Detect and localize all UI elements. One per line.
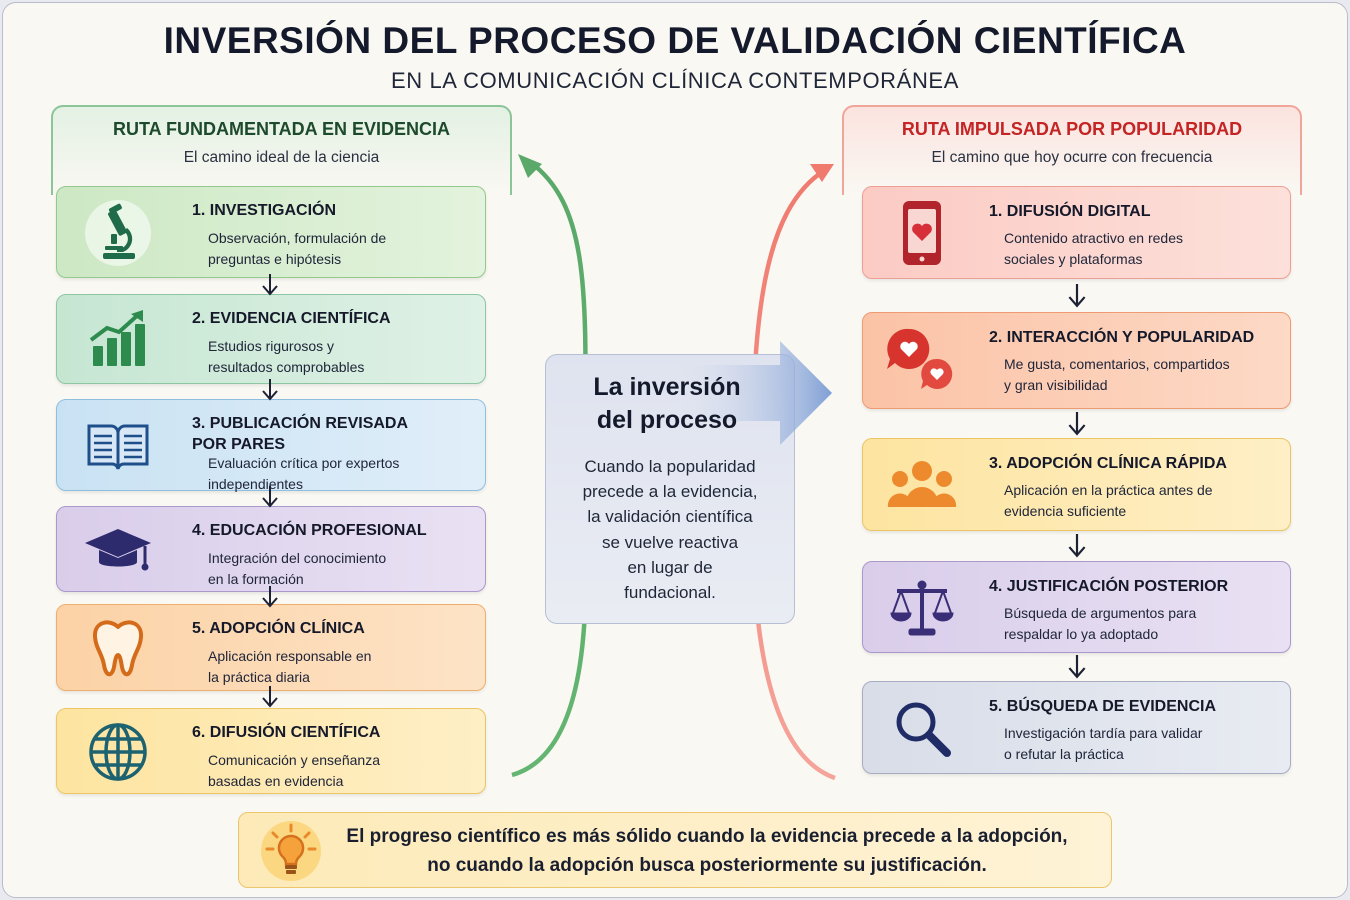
- evidence-step-1: 1. INVESTIGACIÓN Observación, formulació…: [56, 186, 486, 278]
- popularity-step-2: 2. INTERACCIÓN Y POPULARIDAD Me gusta, c…: [862, 312, 1291, 409]
- popularity-route-title: RUTA IMPULSADA POR POPULARIDAD: [901, 119, 1243, 139]
- popularity-step-4: 4. JUSTIFICACIÓN POSTERIOR Búsqueda de a…: [862, 561, 1291, 653]
- evidence-step-6-title: 6. DIFUSIÓN CIENTÍFICA: [192, 724, 381, 741]
- popularity-step-4-title: 4. JUSTIFICACIÓN POSTERIOR: [989, 578, 1229, 595]
- popularity-curve-arrowhead: [810, 164, 834, 182]
- evidence-route-header: RUTA FUNDAMENTADA EN EVIDENCIA El camino…: [51, 105, 512, 195]
- smartphone-heart-icon: [885, 197, 959, 269]
- popularity-step-1: 1. DIFUSIÓN DIGITAL Contenido atractivo …: [862, 186, 1291, 279]
- popularity-arrow-3-4: [1068, 534, 1086, 558]
- popularity-step-3-title: 3. ADOPCIÓN CLÍNICA RÁPIDA: [989, 455, 1227, 472]
- tooth-icon: [81, 612, 155, 684]
- evidence-route-subtitle: El camino ideal de la ciencia: [183, 149, 380, 166]
- evidence-arrow-2-3: [262, 379, 278, 401]
- evidence-step-1-title: 1. INVESTIGACIÓN: [192, 202, 337, 219]
- popularity-step-5-title: 5. BÚSQUEDA DE EVIDENCIA: [989, 698, 1216, 715]
- evidence-step-4-title: 4. EDUCACIÓN PROFESIONAL: [192, 522, 427, 539]
- evidence-step-5-title: 5. ADOPCIÓN CLÍNICA: [192, 620, 365, 637]
- globe-icon: [81, 716, 155, 788]
- open-book-icon: [81, 410, 155, 482]
- evidence-route-title: RUTA FUNDAMENTADA EN EVIDENCIA: [113, 119, 450, 139]
- page-title: INVERSIÓN DEL PROCESO DE VALIDACIÓN CIEN…: [163, 20, 1187, 61]
- popularity-arrow-4-5: [1068, 655, 1086, 679]
- popularity-step-3: 3. ADOPCIÓN CLÍNICA RÁPIDA Aplicación en…: [862, 438, 1291, 531]
- evidence-arrow-5-6: [262, 686, 278, 708]
- evidence-arrow-1-2: [262, 274, 278, 296]
- balance-scale-icon: [885, 572, 959, 644]
- conclusion-banner: El progreso científico es más sólido cua…: [238, 812, 1112, 888]
- conclusion-line-1: El progreso científico es más sólido cua…: [346, 826, 1068, 847]
- people-group-icon: [885, 449, 959, 521]
- page-subtitle: EN LA COMUNICACIÓN CLÍNICA CONTEMPORÁNEA: [391, 68, 959, 93]
- popularity-route-subtitle: El camino que hoy ocurre con frecuencia: [931, 149, 1213, 166]
- speech-bubbles-heart-icon: [883, 325, 957, 397]
- center-title: La inversión del proceso: [593, 373, 741, 434]
- evidence-step-4: 4. EDUCACIÓN PROFESIONAL Integración del…: [56, 506, 486, 592]
- popularity-step-1-title: 1. DIFUSIÓN DIGITAL: [989, 203, 1151, 220]
- graduation-cap-icon: [81, 513, 155, 585]
- magnifier-icon: [885, 692, 959, 764]
- evidence-curve-arrowhead: [518, 154, 542, 178]
- right-arrow-icon: [676, 341, 832, 445]
- evidence-arrow-4-5: [262, 586, 278, 608]
- center-explanation: Cuando la popularidad precede a la evide…: [582, 457, 758, 603]
- microscope-icon: [81, 197, 155, 269]
- conclusion-line-2: no cuando la adopción busca posteriormen…: [427, 855, 987, 876]
- popularity-arrow-2-3: [1068, 412, 1086, 436]
- popularity-step-2-title: 2. INTERACCIÓN Y POPULARIDAD: [989, 329, 1255, 346]
- center-inversion-box: La inversión del proceso Cuando la popul…: [545, 341, 832, 624]
- popularity-arrow-1-2: [1068, 284, 1086, 308]
- evidence-step-5: 5. ADOPCIÓN CLÍNICA Aplicación responsab…: [56, 604, 486, 691]
- evidence-arrow-3-4: [262, 486, 278, 508]
- growth-chart-icon: [81, 303, 155, 375]
- popularity-step-5: 5. BÚSQUEDA DE EVIDENCIA Investigación t…: [862, 681, 1291, 774]
- popularity-route-header: RUTA IMPULSADA POR POPULARIDAD El camino…: [842, 105, 1302, 195]
- evidence-step-6: 6. DIFUSIÓN CIENTÍFICA Comunicación y en…: [56, 708, 486, 794]
- evidence-step-2-title: 2. EVIDENCIA CIENTÍFICA: [192, 310, 391, 327]
- evidence-step-2: 2. EVIDENCIA CIENTÍFICA Estudios riguros…: [56, 294, 486, 384]
- lightbulb-icon: [261, 821, 321, 881]
